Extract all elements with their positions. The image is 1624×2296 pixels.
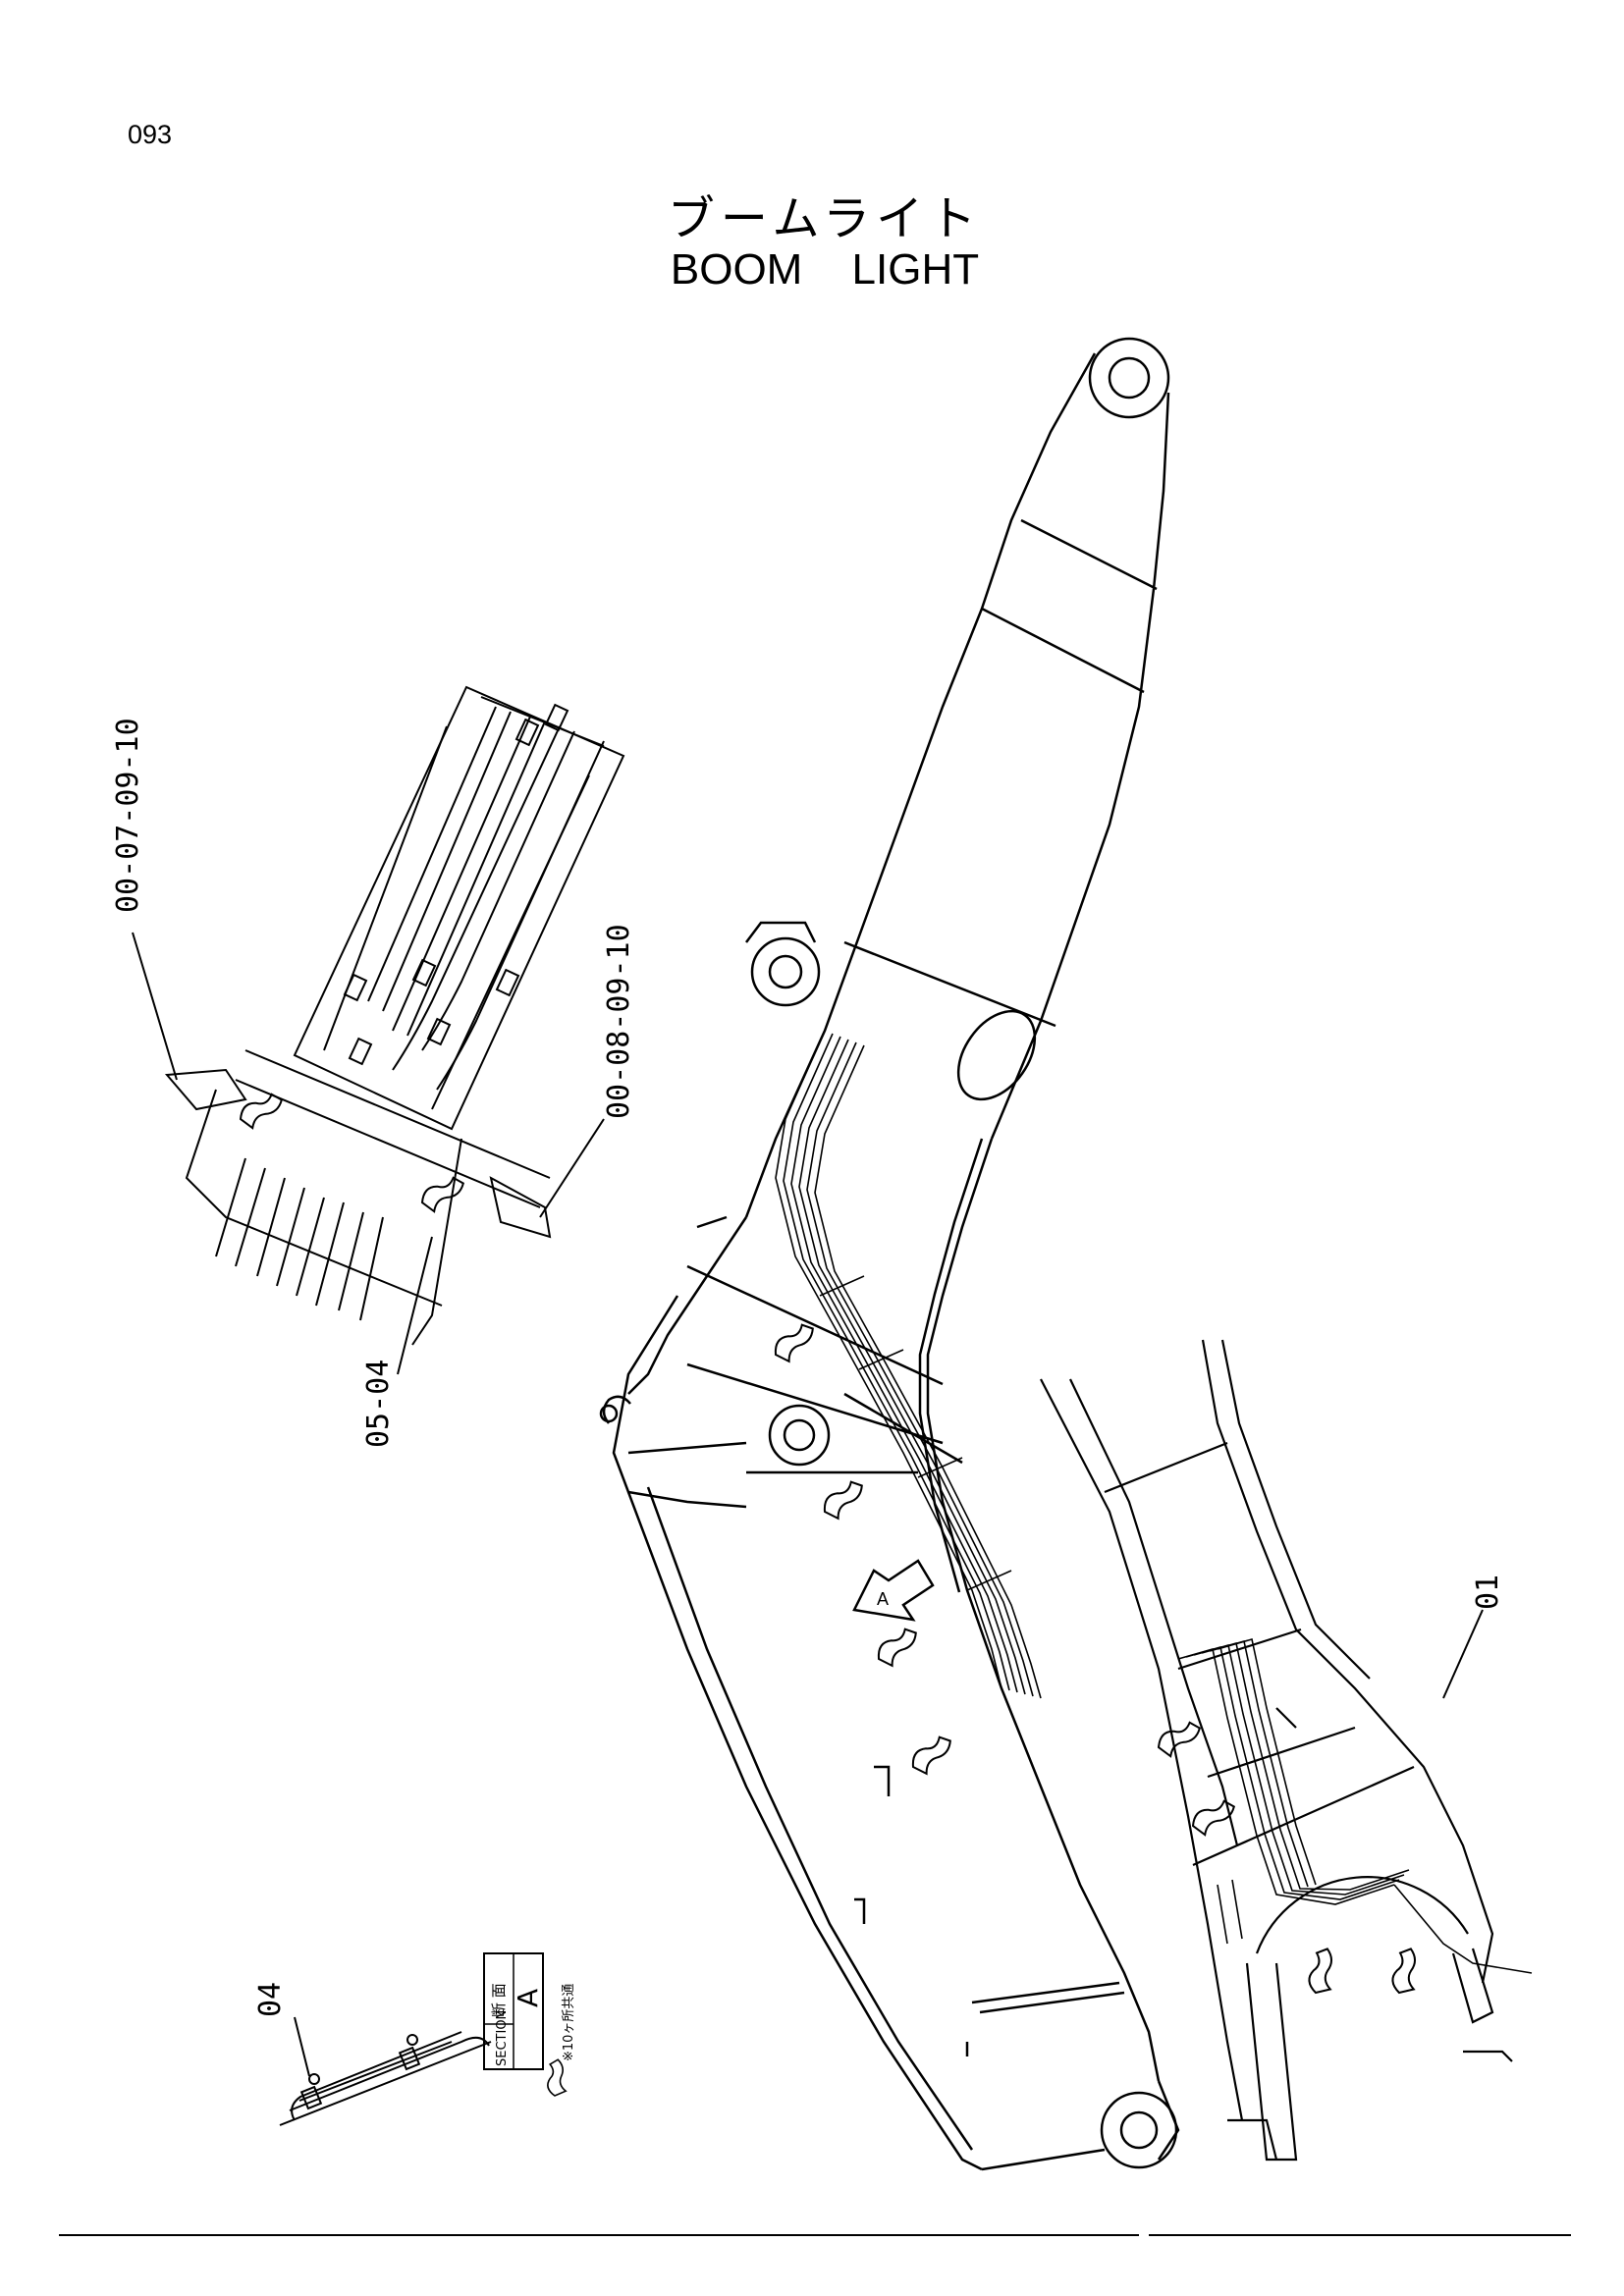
section-jp-label: 断 面 <box>490 1983 508 2017</box>
clamp-mark-icon <box>906 1730 958 1779</box>
lower-boom-view <box>1040 1339 1513 2162</box>
boom-outline <box>599 337 1180 2171</box>
callout-upper-right: 00-08-09-10 <box>602 924 636 1119</box>
callout-right-bracket: 01 <box>1471 1575 1505 1610</box>
title-english: BOOM LIGHT <box>670 245 980 294</box>
section-label-box: 断 面 SECTION A ※10ヶ所共通 <box>483 1952 576 2097</box>
clamp-mark-icon <box>1153 1716 1206 1761</box>
section-arrow-icon: A <box>852 1559 935 1622</box>
footer-rule-left <box>59 2234 1139 2236</box>
harness-bundle <box>775 1030 1042 1699</box>
section-note: ※10ヶ所共通 <box>562 1984 576 2061</box>
page-number: 093 <box>128 120 173 149</box>
clamp-mark-icon <box>547 2058 568 2097</box>
callout-upper-left: 00-07-09-10 <box>111 718 145 913</box>
clamp-mark-icon <box>872 1622 924 1671</box>
clamp-mark-icon <box>769 1317 821 1366</box>
clamp-mark-icon <box>1306 1946 1338 1997</box>
section-a-detail <box>279 2031 492 2126</box>
detail-view-upper <box>164 685 625 1346</box>
clamp-mark-icon <box>818 1474 870 1523</box>
section-arrow-letter: A <box>877 1589 889 1609</box>
clamp-mark-icon <box>416 1171 469 1216</box>
callout-detail-left: 05-04 <box>361 1360 396 1448</box>
section-letter: A <box>512 1989 544 2007</box>
section-en-label: SECTION <box>495 2010 510 2066</box>
footer-rule-right <box>1149 2234 1571 2236</box>
clamp-mark-icon <box>1389 1946 1422 1997</box>
leader-lines <box>132 932 1484 2077</box>
title-japanese: ブームライト <box>667 191 983 246</box>
lower-harness <box>1177 1637 1533 1974</box>
lower-clamp-marks <box>1153 1716 1422 1997</box>
callout-bottom-left: 04 <box>253 1982 288 2017</box>
clamp-mark-icon <box>1187 1794 1240 1840</box>
